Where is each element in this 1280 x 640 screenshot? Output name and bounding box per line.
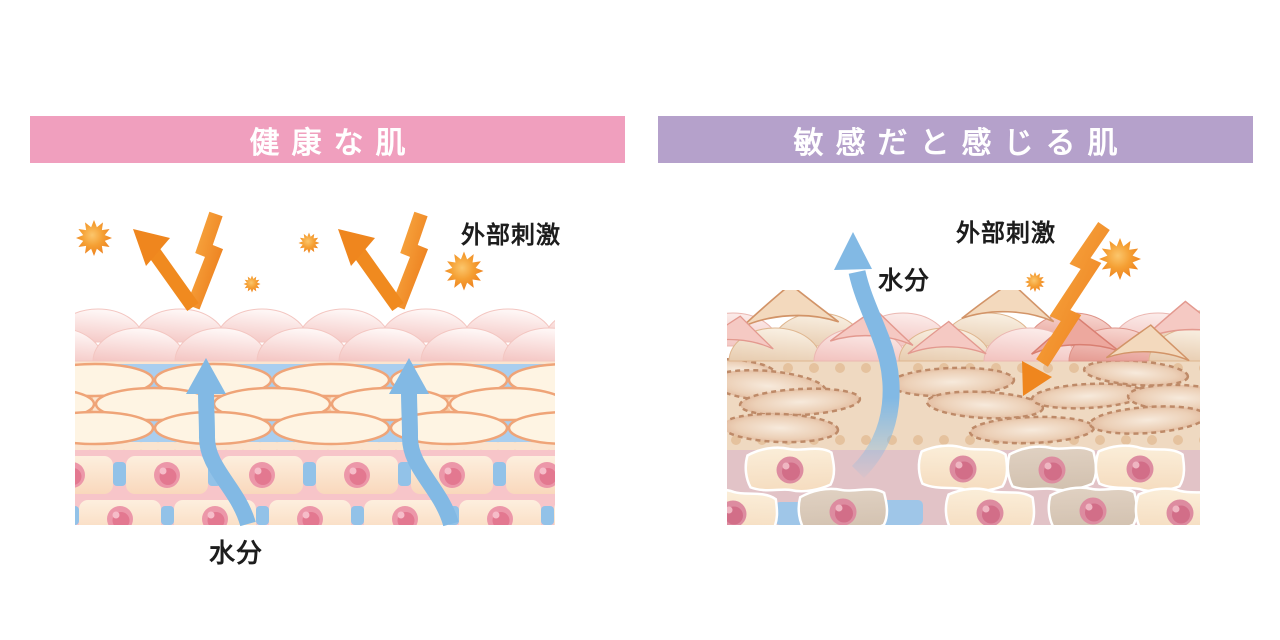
sensitive-stratum-corneum (727, 290, 1200, 362)
moisture-escape-arrow (834, 232, 900, 479)
sensitive-skin-title: 敏感だと感じる肌 (793, 126, 1130, 160)
healthy-moisture-label: 水分 (209, 538, 264, 568)
sensitive-basal-cell-layer (727, 443, 1200, 525)
sensitive-corneocyte-layer (727, 358, 1200, 450)
sensitive-skin-illustration (727, 222, 1200, 525)
healthy-skin-title: 健康な肌 (249, 126, 418, 160)
corneocytes (75, 362, 555, 446)
sensitive-external-stimuli-label: 外部刺激 (956, 220, 1056, 247)
damaged-corneocytes (727, 358, 1200, 445)
sensitive-skin-header: 敏感だと感じる肌 (658, 116, 1253, 163)
healthy-skin-illustration (75, 214, 555, 538)
healthy-corneocyte-layer (75, 356, 555, 450)
stimuli-bounce-arrow-icon (133, 214, 421, 307)
sensitive-moisture-label: 水分 (878, 267, 931, 295)
healthy-stratum-corneum (75, 308, 555, 362)
stimuli-penetrating-arrow-icon (1022, 222, 1110, 396)
healthy-external-stimuli-label: 外部刺激 (461, 222, 561, 249)
healthy-basal-cell-layer (75, 450, 555, 525)
healthy-skin-header: 健康な肌 (30, 116, 625, 163)
